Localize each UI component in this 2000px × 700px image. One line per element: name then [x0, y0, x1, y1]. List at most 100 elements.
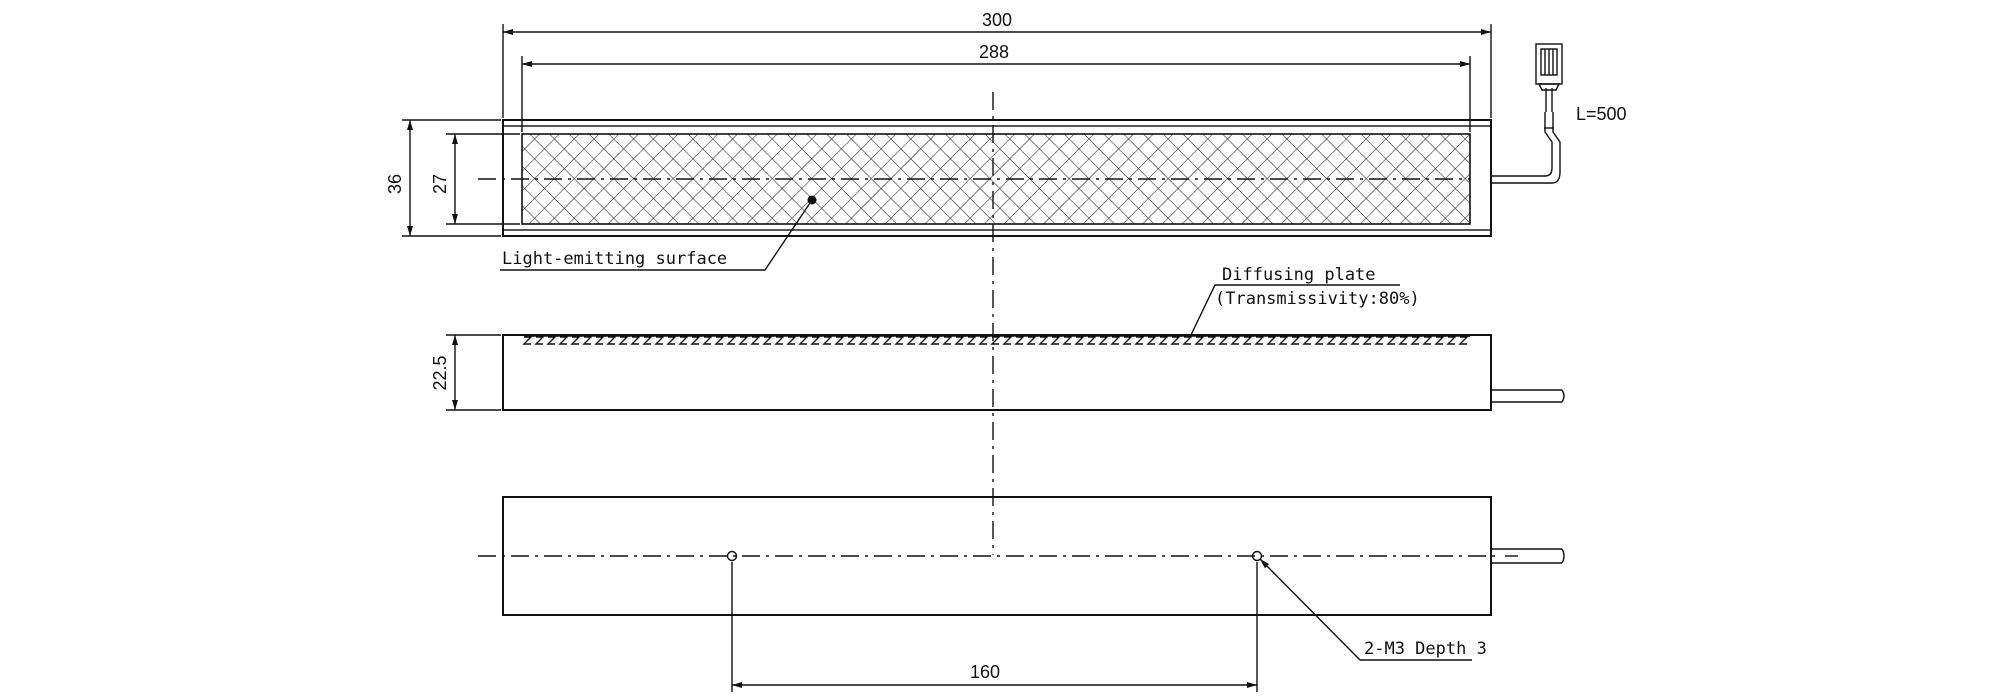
- diffuser-tick: [1146, 336, 1157, 345]
- top-view: L=500: [478, 43, 1627, 237]
- mounting-hole-left: [726, 550, 738, 562]
- diffuser-tick: [1386, 336, 1397, 345]
- diffuser-tick: [1206, 336, 1217, 345]
- mounting-holes-note: 2-M3 Depth 3: [1364, 639, 1487, 659]
- diffuser-tick: [774, 336, 785, 345]
- connector-detail: [1544, 49, 1554, 75]
- diffuser-tick: [630, 336, 641, 345]
- bottom-view: [478, 496, 1565, 616]
- diffuser-tick: [1326, 336, 1337, 345]
- diffuser-tick: [882, 336, 893, 345]
- dim-surface-length: 288: [521, 42, 1471, 132]
- diffuser-tick: [1014, 336, 1025, 345]
- diffuser-tick: [1122, 336, 1133, 345]
- diffuser-tick: [1338, 336, 1349, 345]
- diffuser-tick: [1230, 336, 1241, 345]
- diffuser-tick: [1062, 336, 1073, 345]
- diffuser-tick: [750, 336, 761, 345]
- diffuser-tick: [606, 336, 617, 345]
- top-cable-outer: [1491, 112, 1561, 184]
- light-surface-note: Light-emitting surface: [502, 249, 727, 269]
- diffuser-tick: [1086, 336, 1097, 345]
- diffuser-tick: [1362, 336, 1373, 345]
- bottom-cable: [1491, 548, 1565, 564]
- diffuser-tick: [834, 336, 845, 345]
- dim-hole-spacing: 160: [731, 562, 1258, 692]
- diffuser-tick: [1074, 336, 1085, 345]
- diffuser-tick: [558, 336, 569, 345]
- dim-overall-length: 300: [502, 10, 1492, 118]
- diffuser-tick: [690, 336, 701, 345]
- diffuser-tick: [702, 336, 713, 345]
- diffuser-tick: [714, 336, 725, 345]
- diffuser-note-line1: Diffusing plate: [1222, 265, 1376, 285]
- dim-27-text: 27: [430, 174, 450, 194]
- diffuser-tick: [1458, 336, 1469, 345]
- top-cable: [1491, 112, 1553, 177]
- diffuser-tick: [1026, 336, 1037, 345]
- dim-160-text: 160: [970, 662, 1000, 682]
- diffuser-tick: [666, 336, 677, 345]
- diffuser-tick: [1158, 336, 1169, 345]
- diffuser-tick: [546, 336, 557, 345]
- diffuser-tick: [798, 336, 809, 345]
- diffuser-tick: [1050, 336, 1061, 345]
- diffuser-tick: [1098, 336, 1109, 345]
- diffuser-tick: [1350, 336, 1361, 345]
- diffuser-tick: [1038, 336, 1049, 345]
- connector-base: [1537, 83, 1561, 91]
- diffuser-tick: [678, 336, 689, 345]
- diffuser-tick: [870, 336, 881, 345]
- diffuser-tick: [930, 336, 941, 345]
- diffuser-tick: [738, 336, 749, 345]
- leader-light-surface: Light-emitting surface: [500, 195, 817, 271]
- dim-22-5-text: 22.5: [430, 355, 450, 390]
- diffuser-tick: [570, 336, 581, 345]
- dim-36-text: 36: [385, 174, 405, 194]
- diffuser-tick: [1134, 336, 1145, 345]
- diffuser-tick: [942, 336, 953, 345]
- diffuser-tick: [762, 336, 773, 345]
- diffuser-tick: [1278, 336, 1289, 345]
- diffuser-tick: [726, 336, 737, 345]
- diffuser-tick: [582, 336, 593, 345]
- diffuser-tick: [1374, 336, 1385, 345]
- diffuser-tick: [1242, 336, 1253, 345]
- diffuser-tick: [858, 336, 869, 345]
- diffuser-tick: [1410, 336, 1421, 345]
- diffuser-tick: [618, 336, 629, 345]
- diffuser-tick: [1422, 336, 1433, 345]
- diffuser-tick: [1398, 336, 1409, 345]
- diffuser-tick: [522, 336, 533, 345]
- diffuser-tick: [786, 336, 797, 345]
- diffuser-tick: [594, 336, 605, 345]
- side-view: [502, 334, 1565, 411]
- dim-288-text: 288: [979, 42, 1009, 62]
- diffuser-tick: [1254, 336, 1265, 345]
- leader-mounting-holes: 2-M3 Depth 3: [1259, 558, 1487, 661]
- dim-height: 22.5: [430, 334, 501, 411]
- diffuser-tick: [1170, 336, 1181, 345]
- side-view-housing: [502, 334, 1492, 411]
- diffuser-tick: [810, 336, 821, 345]
- dim-300-text: 300: [982, 10, 1012, 30]
- diffuser-tick: [1434, 336, 1445, 345]
- diffuser-tick: [642, 336, 653, 345]
- mounting-hole-right: [1251, 550, 1263, 562]
- leader-diffusing-plate: Diffusing plate (Transmissivity:80%): [1189, 265, 1420, 338]
- cable-length-label: L=500: [1576, 104, 1627, 124]
- diffuser-note-line2: (Transmissivity:80%): [1215, 289, 1420, 309]
- dim-surface-width: 27: [430, 133, 520, 225]
- diffuser-tick: [894, 336, 905, 345]
- diffuser-tick: [1110, 336, 1121, 345]
- diffuser-tick: [1446, 336, 1457, 345]
- diffuser-tick: [990, 336, 1001, 345]
- diffuser-tick: [534, 336, 545, 345]
- diffuser-tick: [1194, 336, 1205, 345]
- top-view-frame: [502, 125, 1492, 231]
- cable-wire: [1545, 88, 1553, 112]
- diffuser-tick: [846, 336, 857, 345]
- diffuser-hatch-ticks: [522, 336, 1469, 345]
- dim-overall-width: 36: [385, 119, 501, 237]
